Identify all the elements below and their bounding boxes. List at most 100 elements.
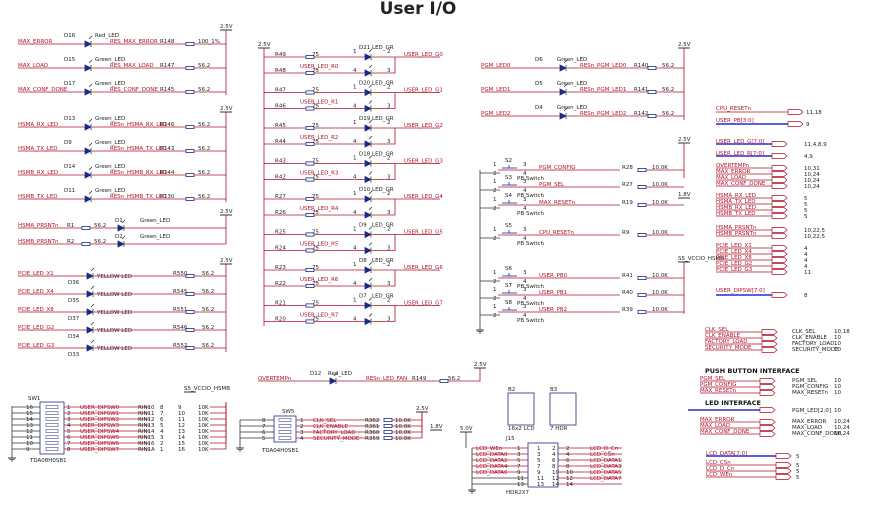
led-icon	[117, 224, 125, 232]
net-label-left-led: MAX_CONF_DONE	[18, 87, 68, 93]
led-icon	[559, 112, 567, 120]
resistor-icon	[383, 429, 393, 434]
page-ref: 4	[804, 258, 808, 264]
net-label-switch: MAX_RESETn	[539, 200, 576, 206]
bicolor-led-icon	[364, 104, 372, 113]
net-label-port: MAX_CONF_DONE	[716, 181, 766, 187]
led-ray-icon	[368, 313, 373, 317]
resistor-ref: R45	[275, 123, 286, 129]
resistor-ref: R19	[622, 200, 633, 206]
resistor-net-label: RESn_HSMA_TX_LED	[110, 146, 167, 152]
off-page-port	[771, 245, 788, 251]
wire	[448, 368, 481, 382]
net-label-port: HSMB_TX_LED	[716, 211, 756, 217]
resistor-value: 75	[312, 265, 319, 271]
resistor-net-label: RES_CONF_DONE	[110, 87, 158, 93]
wire	[210, 402, 227, 408]
net-label-user-led-red: USER_LED_R4	[300, 206, 339, 212]
wire	[372, 305, 396, 322]
led-icon	[559, 88, 567, 96]
net-label-lcd-left: LCD_DATA6	[476, 470, 508, 476]
resistor-icon	[637, 309, 647, 314]
power-rail-label: 2.5V	[678, 137, 691, 143]
resistor-ref: R40	[622, 290, 633, 296]
page-ref: 5	[796, 463, 800, 469]
ref-designator: SW1	[28, 396, 40, 402]
pin-number: 3	[387, 175, 391, 181]
page-ref: 10,24	[804, 172, 820, 178]
pin-number: 2	[387, 156, 391, 162]
net-label-pb: PGM_CONFIG	[700, 382, 736, 388]
net-label-mid: SECURITY_MODE	[705, 345, 752, 351]
net-label-user-led-red: USER_LED_R6	[300, 277, 339, 283]
resistor-net-label: RESn_HSMB_TX_LED	[110, 194, 167, 200]
pin-number: 3	[523, 197, 527, 203]
resistor-value: 75	[312, 210, 319, 216]
net-label-user-led-green: USER_LED_G0	[404, 52, 443, 58]
net-label-user-led-green: USER_LED_G6	[404, 265, 443, 271]
led-ray-icon	[88, 118, 93, 123]
pin-name: RIN1A	[138, 447, 155, 453]
led-ray-icon	[368, 135, 373, 140]
resistor-value: 56.2	[202, 289, 214, 295]
pin-number: 4	[523, 279, 527, 285]
net-label-user-led-green: USER_LED_G7	[404, 301, 443, 307]
pin-number: 11	[517, 476, 524, 482]
page-ref: 10	[834, 347, 841, 353]
off-page-port	[771, 165, 788, 171]
ref-designator: D2	[115, 234, 123, 240]
wire	[372, 270, 396, 287]
pin-number: 3	[300, 430, 304, 436]
led-ray-icon	[563, 107, 568, 112]
resistor-value: 10.0K	[652, 200, 668, 206]
resistor-value: 10K	[198, 429, 209, 435]
net-label-sw5: FACTORY_LOAD	[313, 430, 356, 436]
dip-switch-icon	[39, 401, 65, 455]
off-page-port	[787, 121, 804, 127]
pin-number: 9	[26, 447, 30, 453]
resistor-value: 10.0K	[395, 418, 411, 424]
resistor-ref: R142	[634, 111, 648, 117]
page-ref: 4	[804, 246, 808, 252]
ref-designator: SW5	[282, 409, 295, 415]
net-label-user-led-green: USER_LED_G5	[404, 230, 443, 236]
pin-number: 11	[178, 417, 185, 423]
pin-number: 1	[353, 191, 357, 197]
led-ray-icon	[368, 155, 373, 159]
resistor-value: 10K	[198, 411, 209, 417]
led-icon	[559, 64, 567, 72]
resistor-icon	[185, 90, 195, 95]
page-ref: 10	[834, 390, 841, 396]
led-color-label: Green_LED	[95, 116, 125, 122]
resistor-value: 10.0K	[652, 290, 668, 296]
mount-hole-icon	[507, 392, 535, 426]
led-ray-icon	[368, 84, 373, 88]
led-ray-icon	[368, 261, 373, 266]
net-label-lcd-right: LCD_DATA7	[590, 476, 622, 482]
pin-number: 5	[160, 423, 164, 429]
pin-number: 12	[552, 476, 559, 482]
resistor-ref: R546	[173, 325, 188, 331]
led-ray-icon	[368, 242, 373, 246]
off-page-port	[787, 109, 804, 115]
pin-number: 1	[353, 298, 357, 304]
page-ref: 11,4,8,9	[804, 142, 827, 148]
led-color-label: YELLOW LED	[96, 346, 132, 352]
pin-number: 2	[387, 227, 391, 233]
pin-number: 3	[523, 179, 527, 185]
power-rail-label: 2.5V	[220, 209, 233, 215]
net-label-dipsw: USER_DIPSW[7:0]	[716, 288, 765, 294]
net-label-user-led-green: USER_LED_G1	[404, 88, 443, 94]
part-number: TDA08H0SB1	[29, 458, 67, 464]
pin-number: 10	[26, 441, 33, 447]
signal-name: MAX_RESETn	[792, 390, 829, 396]
off-page-port	[771, 263, 788, 269]
net-label-lcd: LCD_WEn	[706, 472, 733, 478]
led-ray-icon	[88, 166, 93, 171]
net-label-lcd-left: LCD_DATA2	[476, 458, 508, 464]
resistor-value: 56.2	[448, 376, 460, 382]
pin-number: 3	[387, 210, 391, 216]
resistor-value: 56.2	[94, 223, 106, 229]
led-color-label: Red_LED	[95, 33, 119, 39]
